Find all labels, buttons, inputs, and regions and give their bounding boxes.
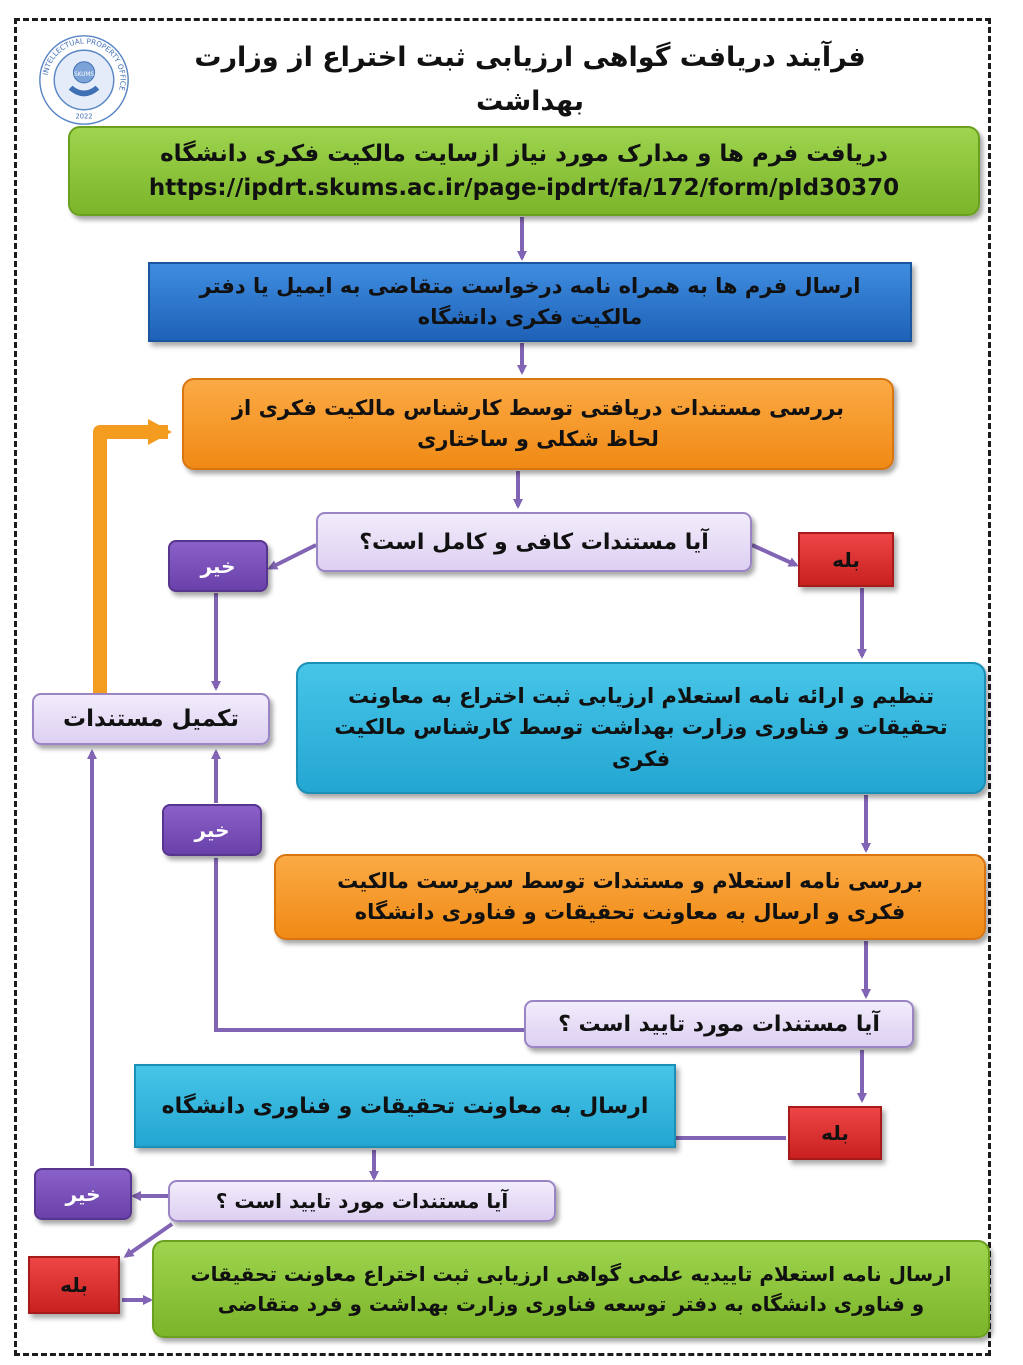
step2-text-line2: مالکیت فکری دانشگاه (417, 305, 643, 329)
step2-text-line1: ارسال فرم ها به همراه نامه درخواست متقاض… (199, 273, 861, 298)
yes-label-2: بله (821, 1121, 849, 1145)
logo-inner-text: SKUMS (74, 72, 94, 78)
step3-review-documents-box: بررسی مستندات دریافتی توسط کارشناس مالکی… (182, 378, 894, 470)
intellectual-property-office-logo: INTELLECTUAL PROPERTY OFFICE SKUMS 2022 (39, 35, 129, 125)
step1-download-forms-box: دریافت فرم ها و مدارک مورد نیاز ازسایت م… (68, 126, 980, 216)
forms-url-link[interactable]: https://ipdrt.skums.ac.ir/page-ipdrt/fa/… (148, 175, 900, 201)
step4-inquiry-letter-box: تنظیم و ارائه نامه استعلام ارزیابی ثبت ا… (296, 662, 986, 794)
step4-text-line1: تنظیم و ارائه نامه استعلام ارزیابی ثبت ا… (347, 683, 935, 708)
decision1-text: آیا مستندات کافی و کامل است؟ (359, 529, 709, 555)
step1-text: دریافت فرم ها و مدارک مورد نیاز ازسایت م… (160, 140, 888, 167)
step7-text-line2: و فناوری دانشگاه به دفتر توسعه فناوری وز… (217, 1292, 925, 1316)
page-title: فرآیند دریافت گواهی ارزیابی ثبت اختراع ا… (194, 42, 866, 117)
step5-supervisor-review-box: بررسی نامه استعلام و مستندات توسط سرپرست… (274, 854, 986, 940)
arrow-q1-to-no1 (267, 543, 317, 570)
no-label-1: خیر (200, 554, 236, 578)
step3-text-line2: لحاظ شکلی و ساختاری (417, 427, 659, 451)
no-badge-2: خیر (162, 804, 262, 856)
yes-badge-2: بله (788, 1106, 882, 1160)
decision2-text: آیا مستندات مورد تایید است ؟ (558, 1011, 880, 1037)
step6-send-to-research-deputy-box: ارسال به معاونت تحقیقات و فناوری دانشگاه (134, 1064, 676, 1148)
no-label-3: خیر (65, 1182, 101, 1206)
step4-text-line3: فکری (611, 746, 671, 771)
step6-text: ارسال به معاونت تحقیقات و فناوری دانشگاه (161, 1093, 649, 1119)
yes-label-3: بله (60, 1273, 88, 1297)
step4-text-line2: تحقیقات و فناوری وزارت بهداشت توسط کارشن… (334, 715, 948, 740)
complete-documents-text: تکمیل مستندات (62, 705, 240, 732)
loop-back-arrow (93, 419, 172, 693)
arrow-q3-to-yes3 (123, 1222, 174, 1258)
step5-text-line1: بررسی نامه استعلام و مستندات توسط سرپرست… (337, 868, 923, 893)
decision3-text: آیا مستندات مورد تایید است ؟ (215, 1189, 509, 1213)
step5-text-line2: فکری و ارسال به معاونت تحقیقات و فناوری … (354, 900, 906, 924)
yes-badge-3: بله (28, 1256, 120, 1314)
no-label-2: خیر (194, 818, 230, 842)
line-q2-to-no2 (214, 858, 526, 1032)
decision1-documents-complete: آیا مستندات کافی و کامل است؟ (316, 512, 752, 572)
logo-year-text: 2022 (75, 112, 92, 120)
step3-text-line1: بررسی مستندات دریافتی توسط کارشناس مالکی… (231, 395, 845, 420)
step7-text-line1: ارسال نامه استعلام تاییدیه علمی گواهی ار… (190, 1262, 952, 1286)
step7-final-letter-box: ارسال نامه استعلام تاییدیه علمی گواهی ار… (152, 1240, 990, 1338)
complete-documents-box: تکمیل مستندات (32, 693, 270, 745)
no-badge-3: خیر (34, 1168, 132, 1220)
dashed-frame (14, 18, 991, 1356)
decision2-documents-approved: آیا مستندات مورد تایید است ؟ (524, 1000, 914, 1048)
no-badge-1: خیر (168, 540, 268, 592)
step2-send-forms-box: ارسال فرم ها به همراه نامه درخواست متقاض… (148, 262, 912, 342)
arrow-q1-to-yes1 (751, 543, 799, 567)
yes-badge-1: بله (798, 532, 894, 587)
yes-label-1: بله (832, 547, 860, 572)
decision3-documents-approved: آیا مستندات مورد تایید است ؟ (168, 1180, 556, 1222)
